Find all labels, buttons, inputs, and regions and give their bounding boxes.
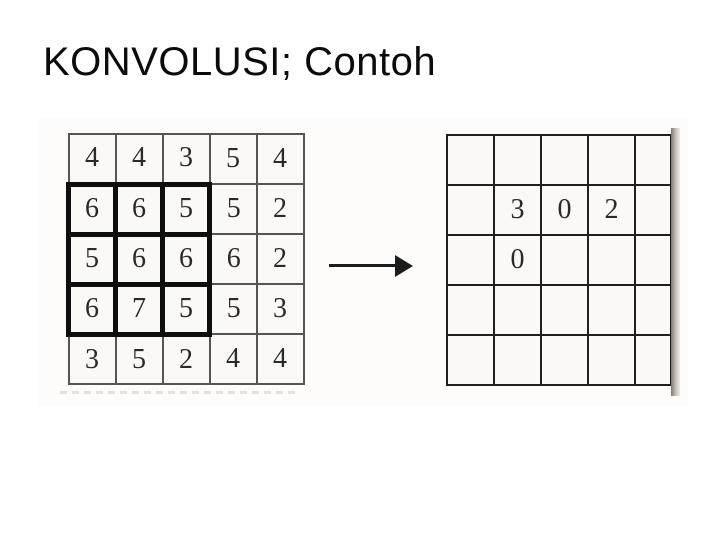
- matrix-cell: [446, 334, 495, 386]
- matrix-cell: 5: [208, 133, 258, 185]
- output-matrix: 3 0 2 0: [446, 134, 673, 386]
- matrix-cell: 0: [493, 234, 542, 286]
- matrix-cell: 4: [208, 333, 258, 385]
- matrix-cell: [634, 334, 672, 386]
- matrix-cell: 4: [114, 133, 164, 185]
- matrix-cell: 2: [255, 233, 305, 285]
- matrix-cell: 2: [255, 183, 305, 235]
- matrix-cell: 5: [208, 283, 258, 335]
- matrix-row: 3 0 2: [446, 184, 672, 236]
- matrix-cell: [540, 334, 589, 386]
- kernel-window-cell: 6: [113, 231, 165, 287]
- matrix-cell: 2: [587, 184, 636, 236]
- matrix-cell: 4: [255, 333, 305, 385]
- arrow-line: [329, 264, 399, 267]
- matrix-cell: [587, 284, 636, 336]
- matrix-cell: [634, 134, 672, 186]
- matrix-cell: [540, 284, 589, 336]
- arrow-icon: [329, 255, 413, 277]
- kernel-window-cell: 6: [66, 181, 118, 237]
- kernel-window-cell: 5: [160, 281, 212, 337]
- arrow-head: [395, 255, 413, 277]
- matrix-row: [446, 134, 672, 186]
- kernel-window-cell: 5: [160, 181, 212, 237]
- matrix-row: 6 6 5 5 2: [66, 181, 305, 237]
- matrix-cell: 2: [161, 333, 211, 385]
- kernel-window-cell: 6: [113, 181, 165, 237]
- matrix-row: [446, 334, 672, 386]
- kernel-window-cell: 5: [66, 231, 118, 287]
- matrix-cell: 3: [67, 333, 117, 385]
- matrix-cell: [540, 134, 589, 186]
- kernel-window-cell: 6: [66, 281, 118, 337]
- matrix-cell: [493, 134, 542, 186]
- matrix-cell: [446, 184, 495, 236]
- matrix-cell: [634, 234, 672, 286]
- matrix-cell: 4: [255, 133, 305, 185]
- matrix-cell: 6: [208, 233, 258, 285]
- matrix-cell: [634, 184, 672, 236]
- matrix-cell: [587, 134, 636, 186]
- scanned-figure: 4 4 3 5 4 6 6 5 5 2 5 6 6 6 2 6: [38, 118, 688, 406]
- scan-artifact: [60, 391, 295, 394]
- matrix-row: 0: [446, 234, 672, 286]
- matrix-cell: 5: [208, 183, 258, 235]
- slide-title: KONVOLUSI; Contoh: [43, 40, 437, 84]
- matrix-row: 4 4 3 5 4: [67, 133, 305, 185]
- matrix-cell: [446, 284, 495, 336]
- matrix-cell: 3: [161, 133, 211, 185]
- matrix-cell: 3: [493, 184, 542, 236]
- matrix-cell: 4: [67, 133, 117, 185]
- matrix-cell: 0: [540, 184, 589, 236]
- matrix-cell: [634, 284, 672, 336]
- matrix-cell: [446, 234, 495, 286]
- matrix-row: [446, 284, 672, 336]
- matrix-cell: [493, 284, 542, 336]
- matrix-row: 6 7 5 5 3: [66, 281, 305, 337]
- matrix-cell: 3: [255, 283, 305, 335]
- matrix-cell: [540, 234, 589, 286]
- matrix-cell: [493, 334, 542, 386]
- matrix-cell: 5: [114, 333, 164, 385]
- kernel-window-cell: 7: [113, 281, 165, 337]
- page-edge-shadow: [671, 128, 680, 396]
- matrix-cell: [446, 134, 495, 186]
- kernel-window-cell: 6: [160, 231, 212, 287]
- matrix-row: 3 5 2 4 4: [67, 333, 305, 385]
- matrix-cell: [587, 334, 636, 386]
- input-matrix: 4 4 3 5 4 6 6 5 5 2 5 6 6 6 2 6: [66, 133, 305, 385]
- matrix-cell: [587, 234, 636, 286]
- matrix-row: 5 6 6 6 2: [66, 231, 305, 287]
